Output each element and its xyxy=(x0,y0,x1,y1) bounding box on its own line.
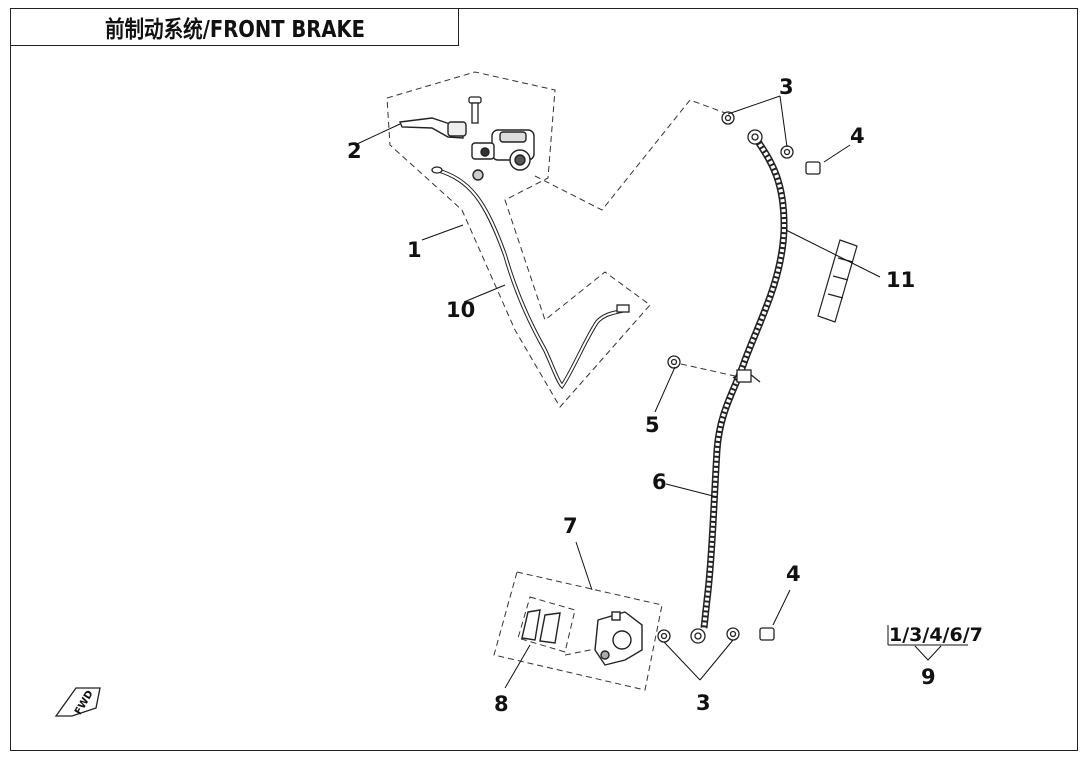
pivot-bolt xyxy=(468,96,482,124)
forward-arrow-icon: FWD xyxy=(54,687,101,717)
callout-7: 7 xyxy=(563,514,578,538)
brake-pads xyxy=(521,609,561,644)
callout-11: 11 xyxy=(886,268,915,292)
lower-banjo-fitting xyxy=(690,628,706,644)
brake-lever xyxy=(399,117,467,139)
pad-group-outline xyxy=(517,596,576,653)
banjo-bolts xyxy=(759,161,821,641)
brake-hose xyxy=(700,138,788,629)
callout-10: 10 xyxy=(446,298,475,322)
callout-1: 1 xyxy=(407,238,422,262)
callout-2: 2 xyxy=(347,139,362,163)
callout-9: 9 xyxy=(921,665,936,689)
hose-guard xyxy=(817,239,858,323)
hose-clamp-bolt xyxy=(667,355,681,369)
master-cylinder-group-outline xyxy=(386,71,651,408)
callout-4-top: 4 xyxy=(850,124,865,148)
leader-lines xyxy=(356,95,942,689)
caliper xyxy=(594,611,643,666)
upper-banjo-fitting xyxy=(747,129,763,145)
callout-8: 8 xyxy=(494,692,509,716)
kit-label-text: 1/3/4/6/7 xyxy=(889,624,983,646)
callout-3-bottom: 3 xyxy=(696,691,711,715)
caliper-group-outline xyxy=(493,571,663,691)
callout-6: 6 xyxy=(652,470,667,494)
kit-label: 1/3/4/6/7 xyxy=(887,624,983,646)
callout-5: 5 xyxy=(645,413,660,437)
brake-light-switch-wire xyxy=(431,166,630,390)
callout-numbers: 1 2 3 4 5 6 7 8 9 10 11 3 4 xyxy=(347,75,936,716)
hose-route-dashline xyxy=(534,99,729,211)
page-title: 前制动系统/FRONT BRAKE xyxy=(104,17,365,43)
crush-washers xyxy=(657,111,794,643)
callout-3-top: 3 xyxy=(779,75,794,99)
callout-4-bottom: 4 xyxy=(786,562,801,586)
diagram-frame xyxy=(10,8,1078,751)
master-cylinder xyxy=(471,129,535,181)
title-box: 前制动系统/FRONT BRAKE xyxy=(10,8,459,46)
